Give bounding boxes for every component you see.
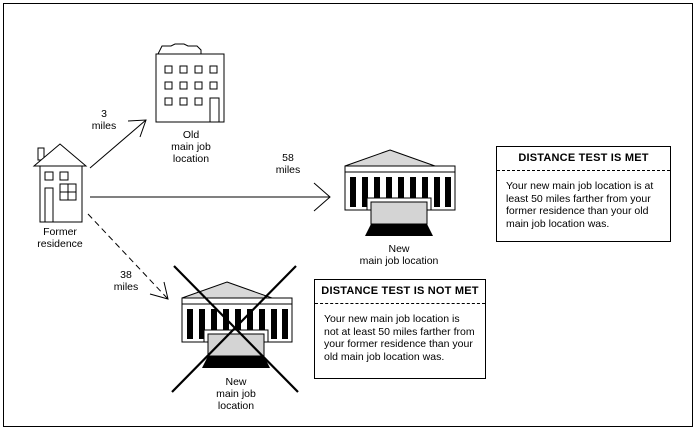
new-job-label: New main job location (359, 243, 439, 267)
new-job-distance-label: 58 miles (275, 152, 301, 176)
rejected-cross-icon (171, 265, 299, 393)
new-job-building-icon (344, 149, 456, 237)
arrow-to-rejected-job (87, 213, 169, 300)
distance-test-met-text: Your new main job location is at least 5… (506, 180, 654, 230)
distance-test-met-title: DISTANCE TEST IS MET (497, 147, 670, 171)
arrow-to-old-job (89, 119, 147, 169)
distance-test-not-met-title: DISTANCE TEST IS NOT MET (315, 280, 485, 304)
diagram-frame (3, 3, 693, 427)
old-job-label: Old main job location (171, 129, 211, 165)
former-residence-label: Former residence (37, 226, 83, 250)
distance-test-met-box: DISTANCE TEST IS MET Your new main job l… (496, 146, 671, 242)
distance-test-not-met-text: Your new main job location is not at lea… (324, 313, 475, 363)
old-job-building-icon (155, 43, 225, 123)
rejected-job-label: New main job location (216, 376, 256, 412)
former-residence-house-icon (32, 143, 88, 223)
rejected-job-distance-label: 38 miles (113, 269, 139, 293)
arrow-to-new-job (90, 182, 331, 212)
old-job-distance-label: 3 miles (91, 108, 117, 132)
distance-test-not-met-box: DISTANCE TEST IS NOT MET Your new main j… (314, 279, 486, 379)
